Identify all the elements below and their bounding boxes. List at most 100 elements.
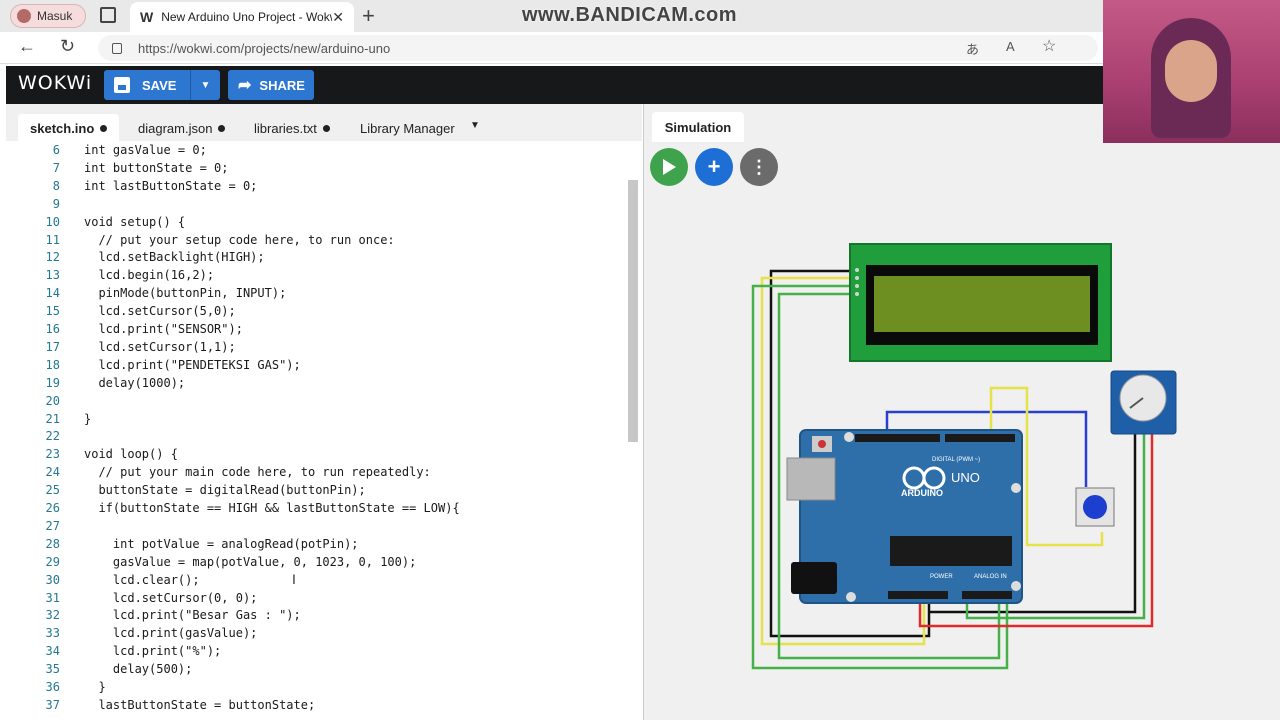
code-line[interactable]: 20 xyxy=(6,392,626,410)
code-line[interactable]: 9 xyxy=(6,195,626,213)
tab-label: sketch.ino xyxy=(30,120,95,136)
line-number: 17 xyxy=(45,339,60,354)
code-line[interactable]: 17 lcd.setCursor(1,1); xyxy=(6,338,626,356)
play-icon xyxy=(663,159,676,175)
editor-tab-bar: sketch.ino diagram.json libraries.txt Li… xyxy=(6,104,642,142)
line-number: 12 xyxy=(45,250,60,265)
code-text: lcd.print("PENDETEKSI GAS"); xyxy=(84,357,301,372)
code-line[interactable]: 31 lcd.setCursor(0, 0); xyxy=(6,589,626,607)
avatar xyxy=(17,9,31,23)
add-part-button[interactable]: + xyxy=(695,148,733,186)
code-line[interactable]: 33 lcd.print(gasValue); xyxy=(6,624,626,642)
plus-icon: + xyxy=(707,154,721,179)
wire-yellow xyxy=(760,276,926,646)
push-button[interactable] xyxy=(1075,487,1115,527)
more-tabs-chevron-icon[interactable]: ▼ xyxy=(470,120,480,131)
profile-button[interactable]: Masuk xyxy=(10,4,86,28)
save-label: SAVE xyxy=(142,77,177,93)
code-line[interactable]: 28 int potValue = analogRead(potPin); xyxy=(6,535,626,553)
favorite-star-icon[interactable]: ☆ xyxy=(1042,38,1057,55)
code-line[interactable]: 25 buttonState = digitalRead(buttonPin); xyxy=(6,481,626,499)
code-text: lcd.print("SENSOR"); xyxy=(84,322,243,336)
tab-simulation[interactable]: Simulation xyxy=(652,112,744,142)
analog-label: ANALOG IN xyxy=(974,574,1007,580)
code-line[interactable]: 15 lcd.setCursor(5,0); xyxy=(6,302,626,320)
tab-actions-icon[interactable] xyxy=(100,7,116,23)
webcam-overlay xyxy=(1103,0,1280,143)
code-line[interactable]: 30 lcd.clear(); xyxy=(6,571,626,589)
wire-red xyxy=(918,430,1154,628)
power-label: POWER xyxy=(930,574,953,580)
code-line[interactable]: 19 delay(1000); xyxy=(6,374,626,392)
share-button[interactable]: ➦ SHARE xyxy=(228,70,314,100)
code-line[interactable]: 16 lcd.print("SENSOR"); xyxy=(6,320,626,338)
code-line[interactable]: 22 xyxy=(6,427,626,445)
wire-green xyxy=(751,284,1009,670)
line-number: 30 xyxy=(45,572,60,587)
wokwi-logo[interactable]: WOKWi xyxy=(18,72,93,94)
code-line[interactable]: 24 // put your main code here, to run re… xyxy=(6,463,626,481)
wire-yellow xyxy=(989,386,1104,547)
potentiometer[interactable] xyxy=(1110,370,1177,435)
line-number: 37 xyxy=(45,697,60,712)
save-button[interactable]: SAVE ▼ xyxy=(104,70,220,100)
tab-libraries-txt[interactable]: libraries.txt xyxy=(242,114,342,142)
read-aloud-icon[interactable]: A xyxy=(1006,39,1015,54)
editor-scrollbar[interactable] xyxy=(628,180,638,442)
code-line[interactable]: 13 lcd.begin(16,2); xyxy=(6,266,626,284)
browser-tab-active[interactable]: W New Arduino Uno Project - Wokwi ✕ xyxy=(130,2,354,32)
board-logo-text: ARDUINO xyxy=(901,488,943,498)
line-number: 22 xyxy=(45,429,60,444)
presenter-face xyxy=(1165,40,1217,102)
reload-icon[interactable]: ↻ xyxy=(60,36,76,56)
back-arrow-icon[interactable]: ← xyxy=(18,36,36,56)
tab-label: Library Manager xyxy=(360,120,455,136)
code-line[interactable]: 18 lcd.print("PENDETEKSI GAS"); xyxy=(6,356,626,374)
code-text: if(buttonState == HIGH && lastButtonStat… xyxy=(84,501,460,515)
code-text: void setup() { xyxy=(84,214,186,229)
translate-icon[interactable]: あ xyxy=(966,42,980,57)
tab-sketch-ino[interactable]: sketch.ino xyxy=(18,114,120,142)
chevron-down-icon[interactable]: ▼ xyxy=(190,70,220,100)
code-line[interactable]: 36 } xyxy=(6,678,626,696)
url-field[interactable]: https://wokwi.com/projects/new/arduino-u… xyxy=(98,35,1098,61)
code-line[interactable]: 12 lcd.setBacklight(HIGH); xyxy=(6,248,626,266)
code-line[interactable]: 11 // put your setup code here, to run o… xyxy=(6,231,626,249)
code-line[interactable]: 34 lcd.print("%"); xyxy=(6,642,626,660)
board-model-text: UNO xyxy=(951,470,980,485)
code-line[interactable]: 26 if(buttonState == HIGH && lastButtonS… xyxy=(6,499,626,517)
code-line[interactable]: 37 lastButtonState = buttonState; xyxy=(6,696,626,714)
unsaved-dot-icon xyxy=(218,124,226,132)
code-line[interactable]: 29 gasValue = map(potValue, 0, 1023, 0, … xyxy=(6,553,626,571)
lock-icon xyxy=(112,42,122,54)
code-text: int lastButtonState = 0; xyxy=(84,178,258,193)
lcd-display[interactable] xyxy=(849,243,1112,362)
code-text: lcd.print("%"); xyxy=(84,644,222,659)
more-options-button[interactable]: ⋮ xyxy=(740,148,778,186)
profile-label: Masuk xyxy=(37,9,73,23)
wire-black xyxy=(769,269,931,638)
code-line[interactable]: 14 pinMode(buttonPin, INPUT); xyxy=(6,284,626,302)
line-number: 31 xyxy=(45,590,60,605)
play-button[interactable] xyxy=(650,148,688,186)
new-tab-icon[interactable]: + xyxy=(362,3,375,28)
code-line[interactable]: 21} xyxy=(6,410,626,428)
code-text: lcd.clear(); xyxy=(84,572,200,587)
code-line[interactable]: 27 xyxy=(6,517,626,535)
arduino-uno-board[interactable]: ARDUINO UNO DIGITAL (PWM ~) POWER ANALOG… xyxy=(786,429,1023,604)
tab-diagram-json[interactable]: diagram.json xyxy=(126,114,237,142)
code-line[interactable]: 35 delay(500); xyxy=(6,660,626,678)
code-text: pinMode(buttonPin, INPUT); xyxy=(84,286,287,301)
code-text: buttonState = digitalRead(buttonPin); xyxy=(84,483,366,498)
close-icon[interactable]: ✕ xyxy=(332,8,344,25)
line-number: 9 xyxy=(52,196,60,211)
code-line[interactable]: 32 lcd.print("Besar Gas : "); xyxy=(6,606,626,624)
circuit-canvas[interactable]: ARDUINO UNO DIGITAL (PWM ~) POWER ANALOG… xyxy=(643,104,1280,720)
tab-library-manager[interactable]: Library Manager xyxy=(348,114,467,142)
